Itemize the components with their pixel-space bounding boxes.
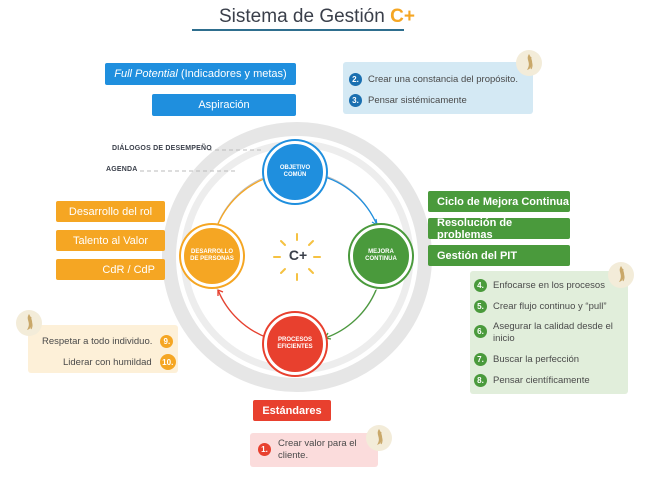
node-mejora-line2: CONTINUA xyxy=(365,256,397,262)
principle-1: 1. Crear valor para el cliente. xyxy=(258,438,357,462)
desarrollo-rol-label: Desarrollo del rol xyxy=(68,205,153,218)
cdr-cdp-box: CdR / CdP xyxy=(56,259,165,280)
green-principles-panel xyxy=(470,271,628,394)
center-logo: C+ xyxy=(288,247,308,263)
principle-4-number: 4. xyxy=(474,279,487,292)
principle-9-number: 9. xyxy=(160,335,174,348)
full-potential-italic: Full Potential xyxy=(114,68,178,80)
page-title: Sistema de Gestión C+ xyxy=(219,6,415,28)
principle-7-number: 7. xyxy=(474,353,487,366)
principle-1-text2: cliente. xyxy=(278,449,309,461)
principle-5: 5. Crear flujo continuo y “pull” xyxy=(474,300,607,313)
principle-8-number: 8. xyxy=(474,374,487,387)
principle-10-number: 10. xyxy=(159,354,176,370)
principle-6: 6. Asegurar la calidad desde el inicio xyxy=(474,321,613,345)
principle-10-text: Liderar con humildad xyxy=(63,356,152,368)
flame-icon xyxy=(516,50,542,76)
desarrollo-rol-box: Desarrollo del rol xyxy=(56,201,165,222)
principle-6-number: 6. xyxy=(474,325,487,338)
aspiracion-label: Aspiración xyxy=(198,99,250,111)
talento-valor-label: Talento al Valor xyxy=(72,234,148,247)
node-desarrollo-line1: DESARROLLO xyxy=(191,248,233,255)
aspiracion-box: Aspiración xyxy=(152,94,296,116)
title-underline xyxy=(192,29,404,31)
title-text: Sistema de Gestión xyxy=(219,6,385,27)
estandares-box: Estándares xyxy=(253,400,331,421)
resolucion-problemas-label: Resolución de problemas xyxy=(437,216,513,241)
principle-8: 8. Pensar científicamente xyxy=(474,374,590,387)
blue-principles-panel xyxy=(343,62,533,114)
principle-2-number: 2. xyxy=(349,73,362,86)
gestion-pit-label: Gestión del PIT xyxy=(437,249,518,262)
ciclo-mejora-label: Ciclo de Mejora Continua xyxy=(437,195,570,208)
principle-3-text: Pensar sistémicamente xyxy=(368,95,467,106)
full-potential-box: Full Potential (Indicadores y metas) xyxy=(105,63,296,85)
orange-principles-panel xyxy=(28,325,178,373)
flame-icon xyxy=(608,262,634,288)
talento-valor-box: Talento al Valor xyxy=(56,230,165,251)
principle-6-text2: inicio xyxy=(493,332,515,344)
node-objetivo-line1: OBJETIVO xyxy=(279,164,311,171)
principle-5-text: Crear flujo continuo y “pull” xyxy=(493,301,607,312)
flame-icon xyxy=(366,425,392,451)
title-mark: C+ xyxy=(390,6,415,27)
principle-3: 3. Pensar sistémicamente xyxy=(349,94,467,107)
ciclo-mejora-box: Ciclo de Mejora Continua xyxy=(428,191,570,212)
principle-4-text: Enfocarse en los procesos xyxy=(493,280,605,291)
node-procesos-line2: EFICIENTES xyxy=(277,344,313,350)
estandares-label: Estándares xyxy=(262,404,322,417)
pink-principles-panel xyxy=(250,433,378,467)
principle-2-text: Crear una constancia del propósito. xyxy=(368,74,518,85)
principle-9-text: Respetar a todo individuo. xyxy=(42,336,153,347)
node-procesos-line1: PROCESOS xyxy=(277,336,312,343)
gestion-pit-box: Gestión del PIT xyxy=(428,245,570,266)
principle-1-number: 1. xyxy=(258,443,271,457)
principle-7-text: Buscar la perfección xyxy=(493,354,580,365)
ring-label-agenda: AGENDA xyxy=(106,166,138,173)
full-potential-rest: (Indicadores y metas) xyxy=(177,68,287,80)
cdr-cdp-label: CdR / CdP xyxy=(102,263,155,276)
principle-6-text: Asegurar la calidad desde el xyxy=(493,321,613,332)
principle-9: Respetar a todo individuo. 9. xyxy=(42,335,174,348)
flame-icon xyxy=(16,310,42,336)
ring-label-dialogos: DIÁLOGOS DE DESEMPEÑO xyxy=(112,145,212,152)
principle-1-text: Crear valor para el xyxy=(278,438,357,449)
resolucion-problemas-box: Resolución de problemas xyxy=(428,216,570,241)
principle-5-number: 5. xyxy=(474,300,487,313)
principle-2: 2. Crear una constancia del propósito. xyxy=(349,73,518,86)
principle-4: 4. Enfocarse en los procesos xyxy=(474,279,605,292)
node-desarrollo-line2: DE PERSONAS xyxy=(190,256,234,262)
node-objetivo-line2: COMÚN xyxy=(283,172,307,178)
principle-8-text: Pensar científicamente xyxy=(493,375,590,386)
principle-10: Liderar con humildad 10. xyxy=(63,354,176,370)
node-mejora-line1: MEJORA xyxy=(368,248,394,255)
principle-3-number: 3. xyxy=(349,94,362,107)
principle-7: 7. Buscar la perfección xyxy=(474,353,579,366)
sun-icon xyxy=(273,233,321,281)
